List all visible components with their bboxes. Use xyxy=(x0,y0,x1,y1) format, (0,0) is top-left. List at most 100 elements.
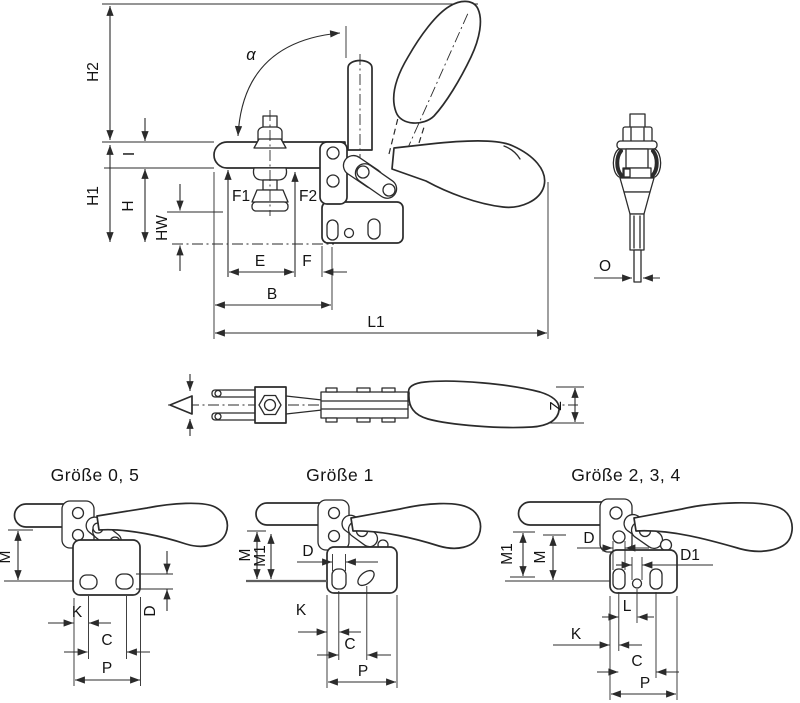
dim-label-i: I xyxy=(121,152,138,156)
dim-label-h: H xyxy=(120,200,137,211)
top-view: Z xyxy=(168,374,584,436)
dim-label-k: K xyxy=(571,626,582,643)
dimension-p: P xyxy=(75,597,141,686)
dimension-c: C xyxy=(597,592,679,678)
dim-label-p: P xyxy=(102,660,112,677)
handle xyxy=(633,501,793,553)
clamp-body xyxy=(213,110,546,244)
slot-left xyxy=(612,568,626,590)
slot-left xyxy=(331,568,347,590)
dim-label-p: P xyxy=(358,663,368,680)
dim-label-d: D xyxy=(583,530,594,547)
toggle-links xyxy=(342,154,398,199)
size-view-2-3-4: Größe 2, 3, 4 M1 M D xyxy=(499,465,793,700)
dimension-e: E xyxy=(229,253,294,276)
clamp-arm xyxy=(517,501,613,526)
clamp-arm xyxy=(213,141,346,169)
mounting-base xyxy=(321,201,404,244)
dimension-k: K xyxy=(553,596,642,700)
dim-label-m1: M1 xyxy=(252,545,269,567)
dim-label-f1: F1 xyxy=(232,188,250,205)
slot-left xyxy=(79,574,98,590)
center-hole xyxy=(631,578,643,589)
arm-tip xyxy=(169,395,193,415)
dimension-c: C xyxy=(64,596,150,659)
dimension-m: M xyxy=(505,534,610,582)
dim-label-k: K xyxy=(72,604,83,621)
dimension-c: C xyxy=(317,586,391,660)
dimension-d: D xyxy=(297,543,378,571)
dim-label-h1: H1 xyxy=(85,186,102,206)
dimension-f2: F2 xyxy=(291,172,317,277)
dim-label-e: E xyxy=(255,253,265,270)
dim-label-m: M xyxy=(0,551,14,564)
dim-label-alpha: α xyxy=(246,46,256,64)
dim-label-d1: D1 xyxy=(680,547,700,564)
dim-label-l: L xyxy=(623,598,632,615)
dimension-o: O xyxy=(594,258,660,282)
dimension-p: P xyxy=(328,595,398,688)
base-hole xyxy=(343,227,355,239)
dim-label-hw: HW xyxy=(154,215,171,241)
dimension-d: D xyxy=(577,530,649,570)
handle xyxy=(96,502,229,548)
extension-lines xyxy=(102,3,549,339)
handle xyxy=(350,502,482,550)
dim-label-c: C xyxy=(101,632,112,649)
dim-label-m: M xyxy=(532,551,549,564)
open-handle-grip xyxy=(392,0,482,124)
dim-label-m1: M1 xyxy=(499,543,516,565)
dim-label-z: Z xyxy=(548,401,565,410)
base-slot-left xyxy=(326,219,339,241)
dim-label-o: O xyxy=(599,258,611,275)
dimension-m: M xyxy=(237,530,327,583)
dimension-hw: HW xyxy=(154,184,184,271)
dim-label-c: C xyxy=(631,653,642,670)
size-view-title: Größe 2, 3, 4 xyxy=(571,465,681,485)
dimension-z: Z xyxy=(548,386,584,424)
size-view-title: Größe 1 xyxy=(306,465,374,485)
pivot-rivet-top xyxy=(326,146,340,160)
dim-label-d: D xyxy=(142,605,159,616)
size-view-title: Größe 0, 5 xyxy=(51,465,140,485)
dimension-d1: D1 xyxy=(616,547,713,580)
clamping-spindle xyxy=(251,110,289,216)
dim-label-m: M xyxy=(237,549,254,562)
pivot-rivet-bottom xyxy=(326,174,340,188)
dimension-b: B xyxy=(215,286,331,309)
main-side-view: H2 H1 I H HW α xyxy=(85,0,549,339)
rivet-tabs xyxy=(325,387,396,423)
dimension-f: F xyxy=(302,253,347,276)
dimension-i: I xyxy=(121,118,149,156)
size-view-1: Größe 1 M M1 D xyxy=(237,465,482,688)
dimension-k: K xyxy=(48,596,111,686)
spindle-detail-view: O xyxy=(594,113,662,283)
size-view-0-5: Größe 0, 5 M D K xyxy=(0,465,229,686)
dim-label-f: F xyxy=(302,253,311,270)
handle-closed xyxy=(391,140,546,209)
dimension-m1: M1 xyxy=(252,534,275,579)
dim-label-c: C xyxy=(344,636,355,653)
dim-label-b: B xyxy=(267,286,277,303)
open-position xyxy=(347,0,482,176)
link-block xyxy=(320,391,409,419)
dimension-p: P xyxy=(611,596,678,700)
slot-right xyxy=(649,568,663,590)
dimension-d: D xyxy=(136,551,173,617)
dimension-m: M xyxy=(0,529,74,582)
dim-label-h2: H2 xyxy=(85,62,102,82)
dim-label-l1: L1 xyxy=(367,314,384,331)
open-arm-rod xyxy=(347,59,373,151)
dim-label-f2: F2 xyxy=(299,188,317,205)
dim-label-k: K xyxy=(296,602,307,619)
clamp-arm xyxy=(255,502,331,526)
handle-top-view xyxy=(407,380,560,429)
dimension-h: H xyxy=(120,169,149,242)
dimension-h1: H1 xyxy=(85,145,114,242)
dimension-m1: M1 xyxy=(499,531,535,578)
dimension-alpha: α xyxy=(234,30,341,137)
dim-label-d: D xyxy=(302,543,313,560)
dimension-k: K xyxy=(296,591,361,688)
